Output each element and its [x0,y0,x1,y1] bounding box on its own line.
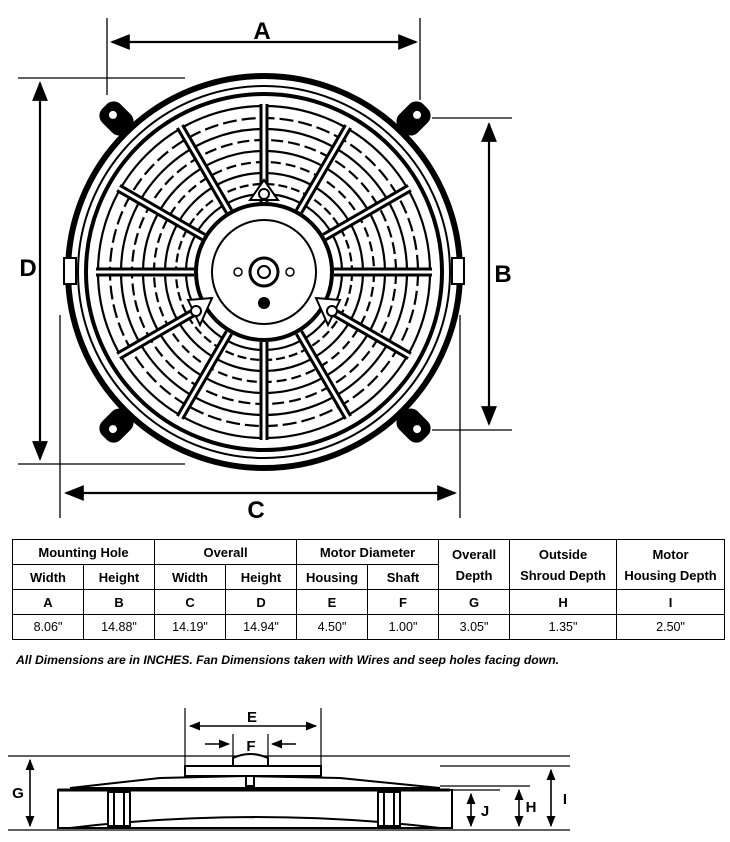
header-motor-housing-depth: Motor Housing Depth [616,539,726,590]
fan-front-view-diagram: A D B C [18,18,512,524]
fan-spoke-highlight [323,186,411,239]
header-motor-diameter: Motor Diameter [296,539,440,565]
fan-spoke-highlight [323,305,411,358]
header-overall-depth: Overall Depth [438,539,511,590]
fan-spoke-highlight [117,305,205,358]
value-cell: 1.00" [367,614,440,640]
label-g: G [12,785,24,802]
fan-spoke-highlight [297,125,350,213]
label-d: D [19,255,36,282]
header-mounting-hole: Mounting Hole [11,539,156,565]
letter-cell: F [367,589,440,615]
subheader-width: Width [12,564,84,590]
value-cell: 14.19" [154,614,227,640]
extension-lines [18,18,512,518]
letter-cell: D [225,589,298,615]
value-cell: 8.06" [12,614,84,640]
header-overall: Overall [154,539,298,565]
value-cell: 14.88" [82,614,156,640]
letter-cell: A [12,589,84,615]
label-h: H [526,799,537,816]
label-j: J [481,803,489,820]
value-cell: 1.35" [509,614,618,640]
subheader-width: Width [154,564,227,590]
subheader-housing: Housing [296,564,369,590]
fan-spoke-highlight [178,331,231,419]
subheader-shaft: Shaft [367,564,440,590]
label-b: B [494,261,511,288]
dimension-arrows [32,34,497,501]
value-cell: 2.50" [616,614,726,640]
fan-spoke-highlight [178,125,231,213]
fan-spoke-highlight [297,331,350,419]
letter-cell: I [616,589,726,615]
label-c: C [247,497,264,524]
value-cell: 14.94" [225,614,298,640]
label-a: A [253,18,270,45]
fan-side-profile [57,753,453,829]
letter-cell: C [154,589,227,615]
value-cell: 3.05" [438,614,511,640]
fan-spoke-highlight [117,186,205,239]
label-e: E [247,709,257,726]
value-cell: 4.50" [296,614,369,640]
subheader-height: Height [225,564,298,590]
letter-cell: B [82,589,156,615]
screw-bosses [186,178,342,328]
header-outside-shroud-depth: Outside Shroud Depth [509,539,618,590]
label-i: I [563,791,567,808]
subheader-height: Height [82,564,156,590]
letter-cell: G [438,589,511,615]
mounting-tabs [99,101,431,443]
motor-hub [194,202,334,342]
fan-shroud [63,73,465,471]
letter-cell: E [296,589,369,615]
fan-side-view-diagram: E F G I H J [8,708,570,831]
dimensions-table: Mounting Hole Overall Motor Diameter Ove… [11,539,726,640]
dimensions-note: All Dimensions are in INCHES. Fan Dimens… [16,653,560,667]
label-f: F [246,738,255,755]
letter-cell: H [509,589,618,615]
